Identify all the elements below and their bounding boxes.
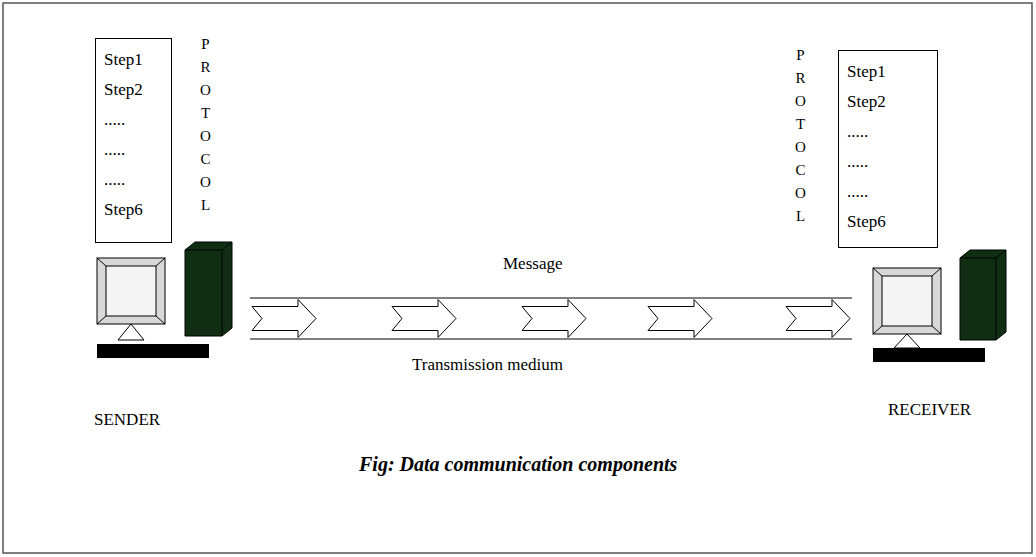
monitor-screen: [882, 276, 932, 326]
monitor-stand: [118, 324, 144, 340]
protocol-label: PROTOCOL: [793, 44, 808, 228]
monitor: [97, 258, 165, 324]
monitor-bevel: [932, 326, 941, 334]
protocol-label: PROTOCOL: [198, 33, 213, 217]
medium-line: [250, 298, 852, 299]
step-text: Step2: [847, 87, 927, 117]
protocol-steps-box: Step1Step2...............Step6: [838, 50, 938, 248]
step-text: Step6: [847, 207, 927, 237]
message-arrow: [786, 300, 850, 338]
monitor-bevel: [873, 326, 882, 334]
tower-edge: [222, 250, 223, 336]
step-text: .....: [847, 177, 927, 207]
keyboard: [97, 344, 209, 358]
step-text: .....: [847, 147, 927, 177]
message-arrow: [252, 300, 316, 338]
receiver-label: RECEIVER: [888, 400, 971, 420]
monitor: [873, 268, 941, 334]
receiver-computer: [873, 250, 1006, 362]
monitor-bevel: [156, 258, 165, 266]
monitor-bevel: [932, 268, 941, 276]
step-text: Step6: [104, 195, 161, 225]
medium-line: [250, 339, 852, 340]
protocol-steps-box: Step1Step2...............Step6: [95, 38, 172, 243]
tower: [960, 250, 1006, 340]
monitor-bevel: [156, 316, 165, 324]
step-text: .....: [847, 117, 927, 147]
message-arrow: [648, 300, 712, 338]
monitor-stand: [894, 334, 920, 348]
step-text: .....: [104, 135, 161, 165]
step-text: Step2: [104, 75, 161, 105]
tower-edge: [185, 242, 232, 250]
keyboard: [873, 348, 985, 362]
tower-edge: [996, 258, 997, 340]
monitor-bevel: [97, 258, 106, 266]
sender-computer: [97, 242, 232, 358]
step-text: Step1: [104, 45, 161, 75]
monitor-bevel: [873, 268, 882, 276]
figure-frame: [3, 3, 1032, 553]
step-text: .....: [104, 105, 161, 135]
figure-caption: Fig: Data communication components: [359, 453, 677, 476]
tower-edge: [960, 250, 1006, 258]
message-label: Message: [503, 254, 562, 274]
message-arrow: [522, 300, 586, 338]
tower: [185, 242, 232, 336]
message-arrow: [392, 300, 456, 338]
step-text: Step1: [847, 57, 927, 87]
monitor-bevel: [97, 316, 106, 324]
step-text: .....: [104, 165, 161, 195]
message-arrows: [252, 300, 850, 338]
medium-label: Transmission medium: [412, 355, 563, 375]
sender-label: SENDER: [94, 410, 160, 430]
monitor-screen: [106, 266, 156, 316]
